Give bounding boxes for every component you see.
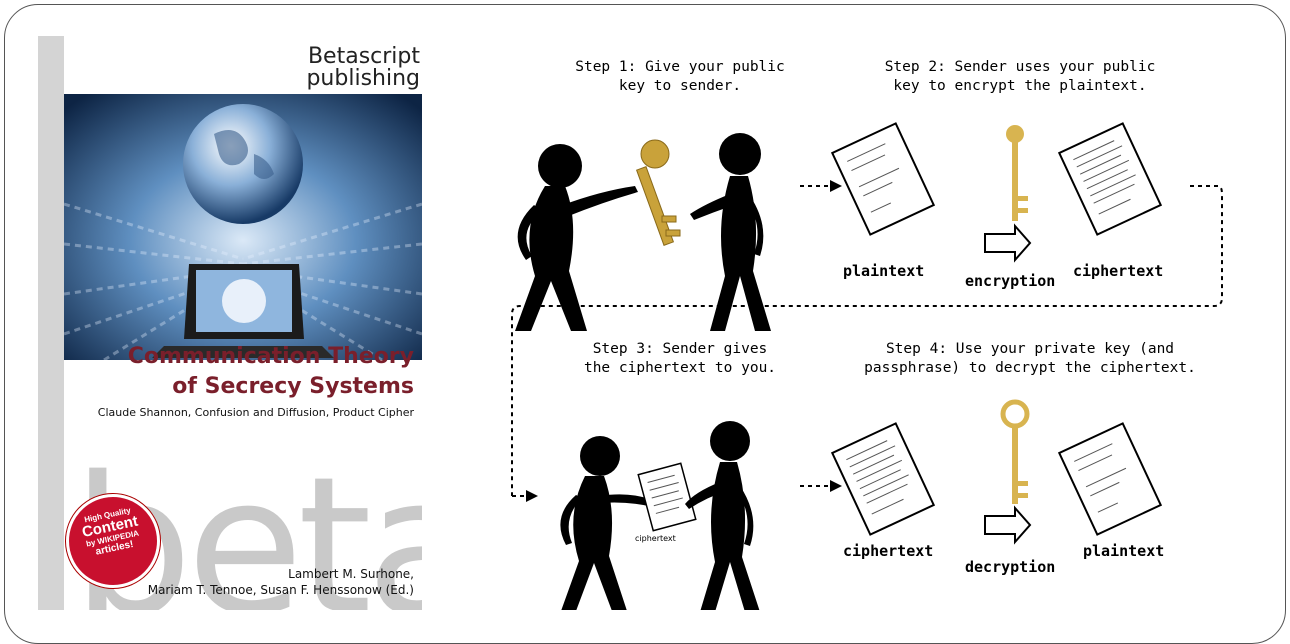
row2-ciphertext-label: ciphertext xyxy=(843,542,934,560)
row1-plaintext-label: plaintext xyxy=(843,262,925,280)
book-title: Communication Theory of Secrecy Systems xyxy=(127,344,414,399)
private-key-icon xyxy=(1000,399,1030,504)
plaintext-document-icon xyxy=(830,122,936,236)
ciphertext-document-icon-row2 xyxy=(830,422,936,536)
handed-ciphertext-document xyxy=(637,462,697,532)
encryption-label: encryption xyxy=(965,272,1056,290)
decryption-label: decryption xyxy=(965,558,1056,576)
ciphertext-document-icon xyxy=(1057,122,1163,236)
sender-figure-step1 xyxy=(515,144,638,331)
row2-plaintext-label: plaintext xyxy=(1083,542,1165,560)
receiver-figure-step1 xyxy=(690,133,771,331)
book-authors: Lambert M. Surhone, Mariam T. Tennoe, Su… xyxy=(147,567,414,597)
book-cover: Betascript publishing xyxy=(38,36,422,610)
handed-doc-label: ciphertext xyxy=(635,534,676,543)
row1-ciphertext-label: ciphertext xyxy=(1073,262,1164,280)
cover-image-globe-laptop xyxy=(64,94,422,360)
public-key-icon xyxy=(635,139,681,246)
decryption-arrow-icon xyxy=(984,505,1032,545)
sender-figure-step3 xyxy=(560,436,655,610)
encryption-key-icon xyxy=(1006,125,1028,221)
book-subtitle: Claude Shannon, Confusion and Diffusion,… xyxy=(97,406,414,419)
book-spine xyxy=(38,36,64,610)
encryption-arrow-icon xyxy=(984,223,1032,263)
diagram-graphics xyxy=(511,122,1223,610)
publisher-logo: Betascript publishing xyxy=(306,44,420,91)
plaintext-document-icon-row2 xyxy=(1057,422,1163,536)
receiver-figure-step3 xyxy=(685,421,760,610)
